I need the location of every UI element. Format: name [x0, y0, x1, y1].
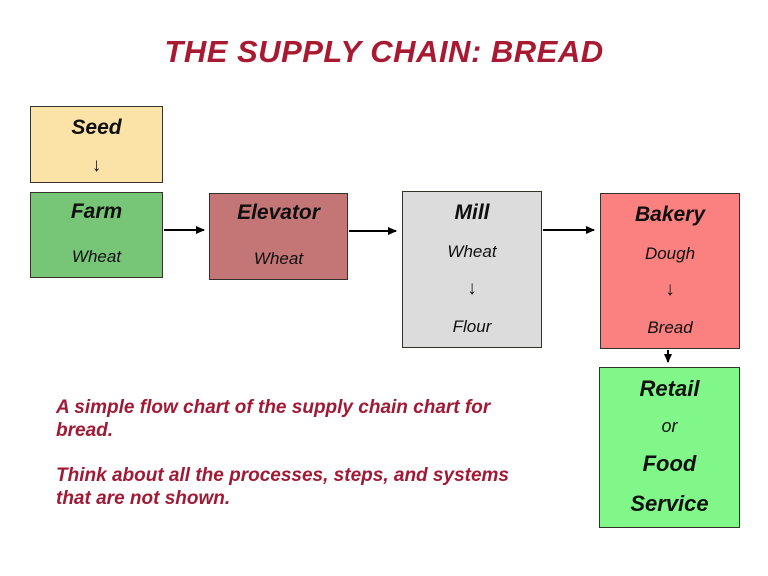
- mill-input-label: Wheat: [447, 242, 497, 261]
- retail-or-label: or: [661, 416, 678, 436]
- farm-product-label: Wheat: [71, 247, 122, 266]
- page-title: THE SUPPLY CHAIN: BREAD: [164, 34, 604, 69]
- retail-label: Retail: [639, 376, 700, 401]
- caption-line: Think about all the processes, steps, an…: [56, 465, 509, 486]
- flow-box-bakery: Bakery Dough ↓ Bread: [600, 193, 740, 349]
- caption-paragraph-2: Think about all the processes, steps, an…: [56, 464, 556, 510]
- flow-box-elevator: Elevator Wheat: [209, 193, 348, 280]
- flow-box-retail: Retail or Food Service: [599, 367, 740, 528]
- flow-box-mill: Mill Wheat ↓ Flour: [402, 191, 542, 348]
- retail-service-label: Service: [630, 491, 709, 516]
- caption: A simple flow chart of the supply chain …: [56, 396, 556, 510]
- mill-output-label: Flour: [452, 317, 492, 336]
- bakery-output-label: Bread: [647, 317, 693, 337]
- farm-label: Farm: [70, 200, 123, 223]
- down-arrow-icon: ↓: [467, 278, 477, 299]
- retail-food-label: Food: [642, 451, 697, 476]
- seed-label: Seed: [71, 116, 122, 139]
- caption-paragraph-1: A simple flow chart of the supply chain …: [56, 396, 556, 442]
- flow-box-seed: Seed ↓: [30, 106, 163, 183]
- caption-line: bread.: [56, 420, 114, 441]
- down-arrow-icon: ↓: [91, 155, 102, 176]
- caption-line: A simple flow chart of the supply chain …: [56, 397, 491, 418]
- down-arrow-icon: ↓: [665, 279, 675, 301]
- elevator-product-label: Wheat: [253, 249, 304, 268]
- elevator-label: Elevator: [237, 201, 320, 224]
- bakery-input-label: Dough: [644, 243, 696, 263]
- bakery-label: Bakery: [634, 203, 706, 226]
- flow-box-farm: Farm Wheat: [30, 192, 163, 278]
- caption-line: that are not shown.: [56, 488, 231, 509]
- mill-label: Mill: [454, 201, 490, 224]
